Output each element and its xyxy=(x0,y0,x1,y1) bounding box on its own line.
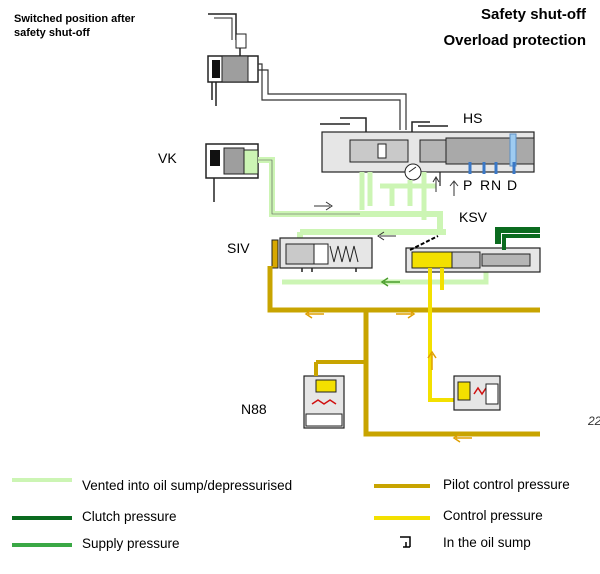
label-n88: N88 xyxy=(241,401,267,417)
switched-position-note: Switched position after safety shut-off xyxy=(14,13,136,39)
legend-label-control: Control pressure xyxy=(443,508,543,523)
gear-n: N xyxy=(491,177,502,193)
pressure-gauge xyxy=(380,163,459,206)
vented-lines xyxy=(282,201,489,287)
legend-label-vented: Vented into oil sump/depressurised xyxy=(82,478,293,493)
legend-swatch-supply xyxy=(12,543,72,547)
legend-label-supply: Supply pressure xyxy=(82,536,180,551)
vk-cylinder xyxy=(205,143,360,217)
hydraulic-circuit-diagram xyxy=(205,13,541,443)
legend-label-pilot: Pilot control pressure xyxy=(443,477,570,492)
gear-d: D xyxy=(507,177,518,193)
switched-position-valve xyxy=(207,13,407,130)
figure-number: 22 xyxy=(588,414,600,428)
gear-r: R xyxy=(480,177,491,193)
ksv-valve xyxy=(405,227,541,273)
n88-solenoid xyxy=(303,362,345,429)
right-solenoid xyxy=(453,375,501,411)
legend-label-clutch: Clutch pressure xyxy=(82,509,177,524)
hs-manual-valve xyxy=(320,117,535,220)
label-vk: VK xyxy=(158,150,177,166)
title-overload-protection: Overload protection xyxy=(443,32,586,49)
siv-valve xyxy=(271,237,373,272)
legend-swatch-clutch xyxy=(12,516,72,520)
title-safety-shutoff: Safety shut-off xyxy=(481,6,586,23)
legend-swatch-control xyxy=(374,516,430,520)
gear-p: P xyxy=(463,177,473,193)
legend-swatch-vented xyxy=(12,478,72,482)
oil-sump-icon xyxy=(400,536,411,548)
label-siv: SIV xyxy=(227,240,250,256)
legend-label-sump: In the oil sump xyxy=(443,535,531,550)
label-ksv: KSV xyxy=(459,209,488,225)
legend-swatch-pilot xyxy=(374,484,430,488)
label-hs: HS xyxy=(463,110,483,126)
pilot-pressure-lines xyxy=(267,266,540,443)
